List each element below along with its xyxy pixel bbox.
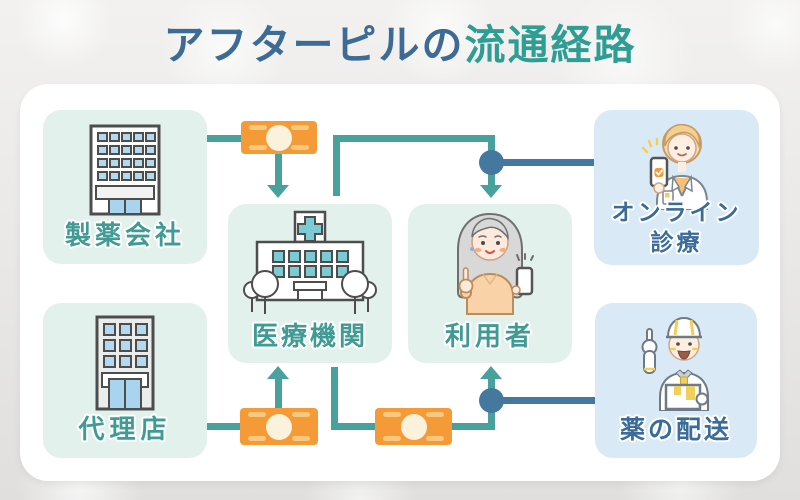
package-dash — [383, 436, 401, 441]
hospital-icon — [243, 210, 377, 314]
arrowhead-down-into-medical-icon — [267, 185, 289, 198]
package-dash — [292, 436, 310, 441]
node-label-online: オンライン 診療 — [611, 199, 742, 255]
package-dash — [249, 125, 267, 130]
package-dash — [291, 145, 309, 150]
package-circle — [400, 413, 427, 440]
arrowhead-down-into-user-icon — [480, 185, 502, 198]
package-dash — [292, 412, 310, 417]
junction-dot-bottom-icon — [479, 388, 504, 413]
connector-top-horizontal — [333, 135, 495, 142]
connector-pharma-to-package — [207, 135, 241, 142]
package-dash — [291, 125, 309, 130]
title-suffix: 流通経路 — [464, 22, 637, 68]
node-label-pharma: 製薬会社 — [64, 220, 185, 250]
node-medicine-delivery: 薬の配送 — [595, 303, 757, 458]
node-agency: 代理店 — [43, 303, 207, 458]
package-dash — [248, 412, 266, 417]
package-dash — [249, 145, 267, 150]
title-prefix: アフターピルの — [163, 22, 465, 68]
node-user: 利用者 — [408, 204, 572, 363]
connector-medical-up — [333, 135, 340, 196]
page-title: アフターピルの流通経路 — [0, 16, 800, 74]
medicine-package-icon — [375, 408, 452, 445]
node-label-delivery: 薬の配送 — [619, 416, 732, 444]
doctor-with-phone-icon — [641, 123, 708, 210]
package-dash — [383, 412, 401, 417]
connector-medical-down — [331, 367, 338, 430]
node-label-user: 利用者 — [444, 321, 535, 351]
medicine-package-icon — [240, 408, 318, 445]
package-dash — [426, 436, 444, 441]
package-circle — [266, 124, 292, 151]
package-dash — [248, 436, 266, 441]
medicine-package-icon — [241, 121, 317, 154]
arrowhead-up-into-medical-icon — [267, 366, 289, 379]
connector-agency-to-package — [206, 423, 240, 430]
connector-package-to-medical-up — [275, 379, 282, 408]
connector-package-to-medical — [275, 153, 282, 186]
office-building-icon — [89, 124, 161, 216]
node-pharma-company: 製薬会社 — [43, 110, 207, 264]
delivery-man-icon — [641, 316, 709, 411]
package-dash — [426, 412, 444, 417]
branch-building-icon — [95, 315, 155, 411]
arrowhead-up-into-user-icon — [480, 366, 502, 379]
node-label-agency: 代理店 — [78, 414, 172, 444]
package-circle — [266, 413, 292, 440]
connector-online-to-junction — [491, 159, 594, 166]
woman-with-phone-icon — [457, 212, 534, 315]
junction-dot-top-icon — [479, 150, 504, 175]
node-label-medical: 医療機関 — [251, 321, 368, 351]
node-medical-institution: 医療機関 — [228, 204, 392, 363]
node-online-clinic: オンライン 診療 — [594, 110, 759, 265]
connector-delivery-to-junction — [491, 397, 595, 404]
